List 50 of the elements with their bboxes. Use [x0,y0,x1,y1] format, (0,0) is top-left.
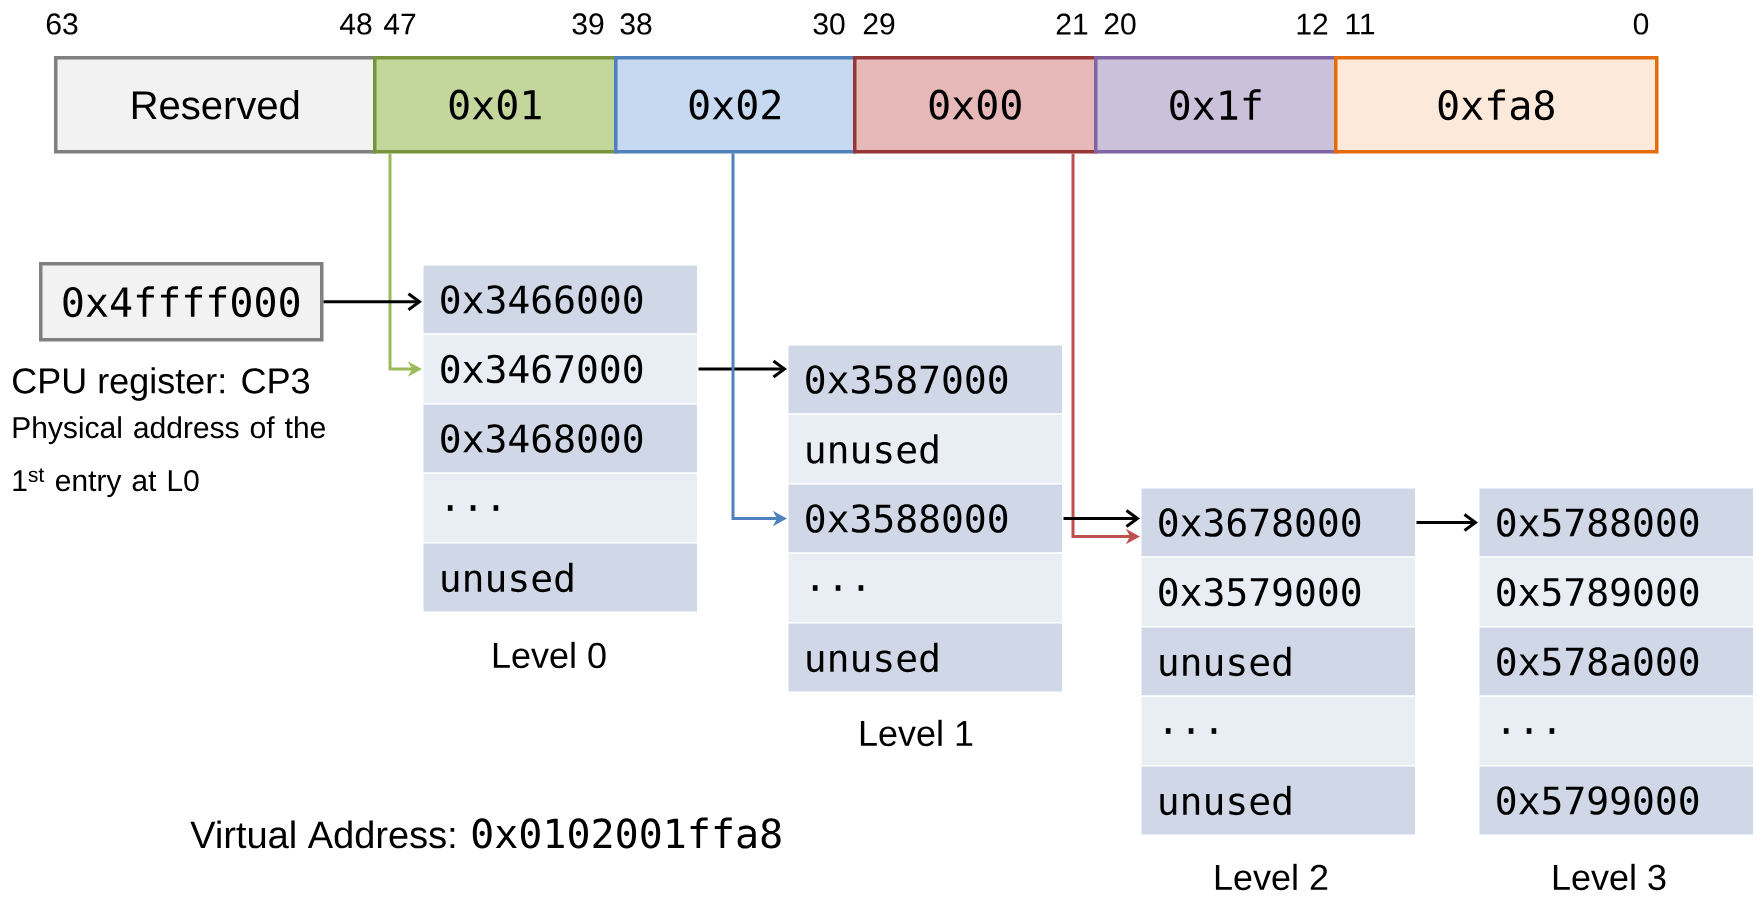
arrow [1416,513,1478,532]
arrow [323,292,422,311]
bit-number: 63 [46,13,78,35]
bit-field-box: 0x02 [614,56,857,154]
table-entry: ... [1478,695,1755,767]
bit-number: 47 [384,13,416,35]
table-entry: 0x3468000 [422,403,699,474]
table-entry: unused [787,622,1064,693]
table-entry: 0x578a000 [1478,626,1755,697]
register-box: 0x4ffff000 [39,262,324,342]
table-entry: unused [787,413,1064,485]
bit-number: 39 [572,13,604,35]
address-caption: Virtual Address: [190,820,455,849]
table-caption: Level 1 [860,719,973,747]
bit-number: 48 [340,13,372,35]
bit-number: 12 [1297,13,1328,35]
table-entry: 0x3466000 [422,264,699,335]
table-entry: 0x3467000 [422,333,699,405]
table-entry: unused [1140,765,1417,836]
bit-number: 29 [863,13,895,35]
table-caption: Level 0 [493,641,606,669]
register-caption: CPU register: CP3 [13,367,309,401]
table-entry: ... [787,552,1064,624]
table-entry: 0x3579000 [1140,556,1417,628]
bit-number: 20 [1104,13,1136,35]
table-entry: ... [1140,695,1417,767]
table-entry: 0x3587000 [787,344,1064,415]
bit-field-box: 0xfa8 [1334,56,1659,154]
arrow [1063,509,1140,528]
table-entry: 0x5799000 [1478,765,1755,836]
register-note: Physical address of the 1$^{st}$ entry at L0 [13,416,325,498]
table-entry: ... [422,472,699,544]
table-entry: 0x5788000 [1478,487,1755,558]
bit-field-box: 0x1f [1094,56,1338,154]
address-value: 0x0102001ffa8 [472,817,781,849]
bit-number: 38 [620,13,652,35]
table-caption: Level 3 [1553,863,1666,891]
table-entry: 0x3588000 [787,483,1064,554]
table-caption: Level 2 [1215,863,1328,891]
table-entry: unused [1140,626,1417,697]
bit-number: 11 [1346,13,1375,35]
bit-field-box: Reserved [54,56,377,154]
bit-number: 21 [1056,13,1088,35]
bit-number: 30 [813,13,845,35]
bit-field-box: 0x00 [853,56,1098,154]
table-entry: 0x5789000 [1478,556,1755,628]
arrow [698,359,787,379]
bit-field-box: 0x01 [373,56,618,154]
table-entry: unused [422,542,699,613]
table-entry: 0x3678000 [1140,487,1417,558]
